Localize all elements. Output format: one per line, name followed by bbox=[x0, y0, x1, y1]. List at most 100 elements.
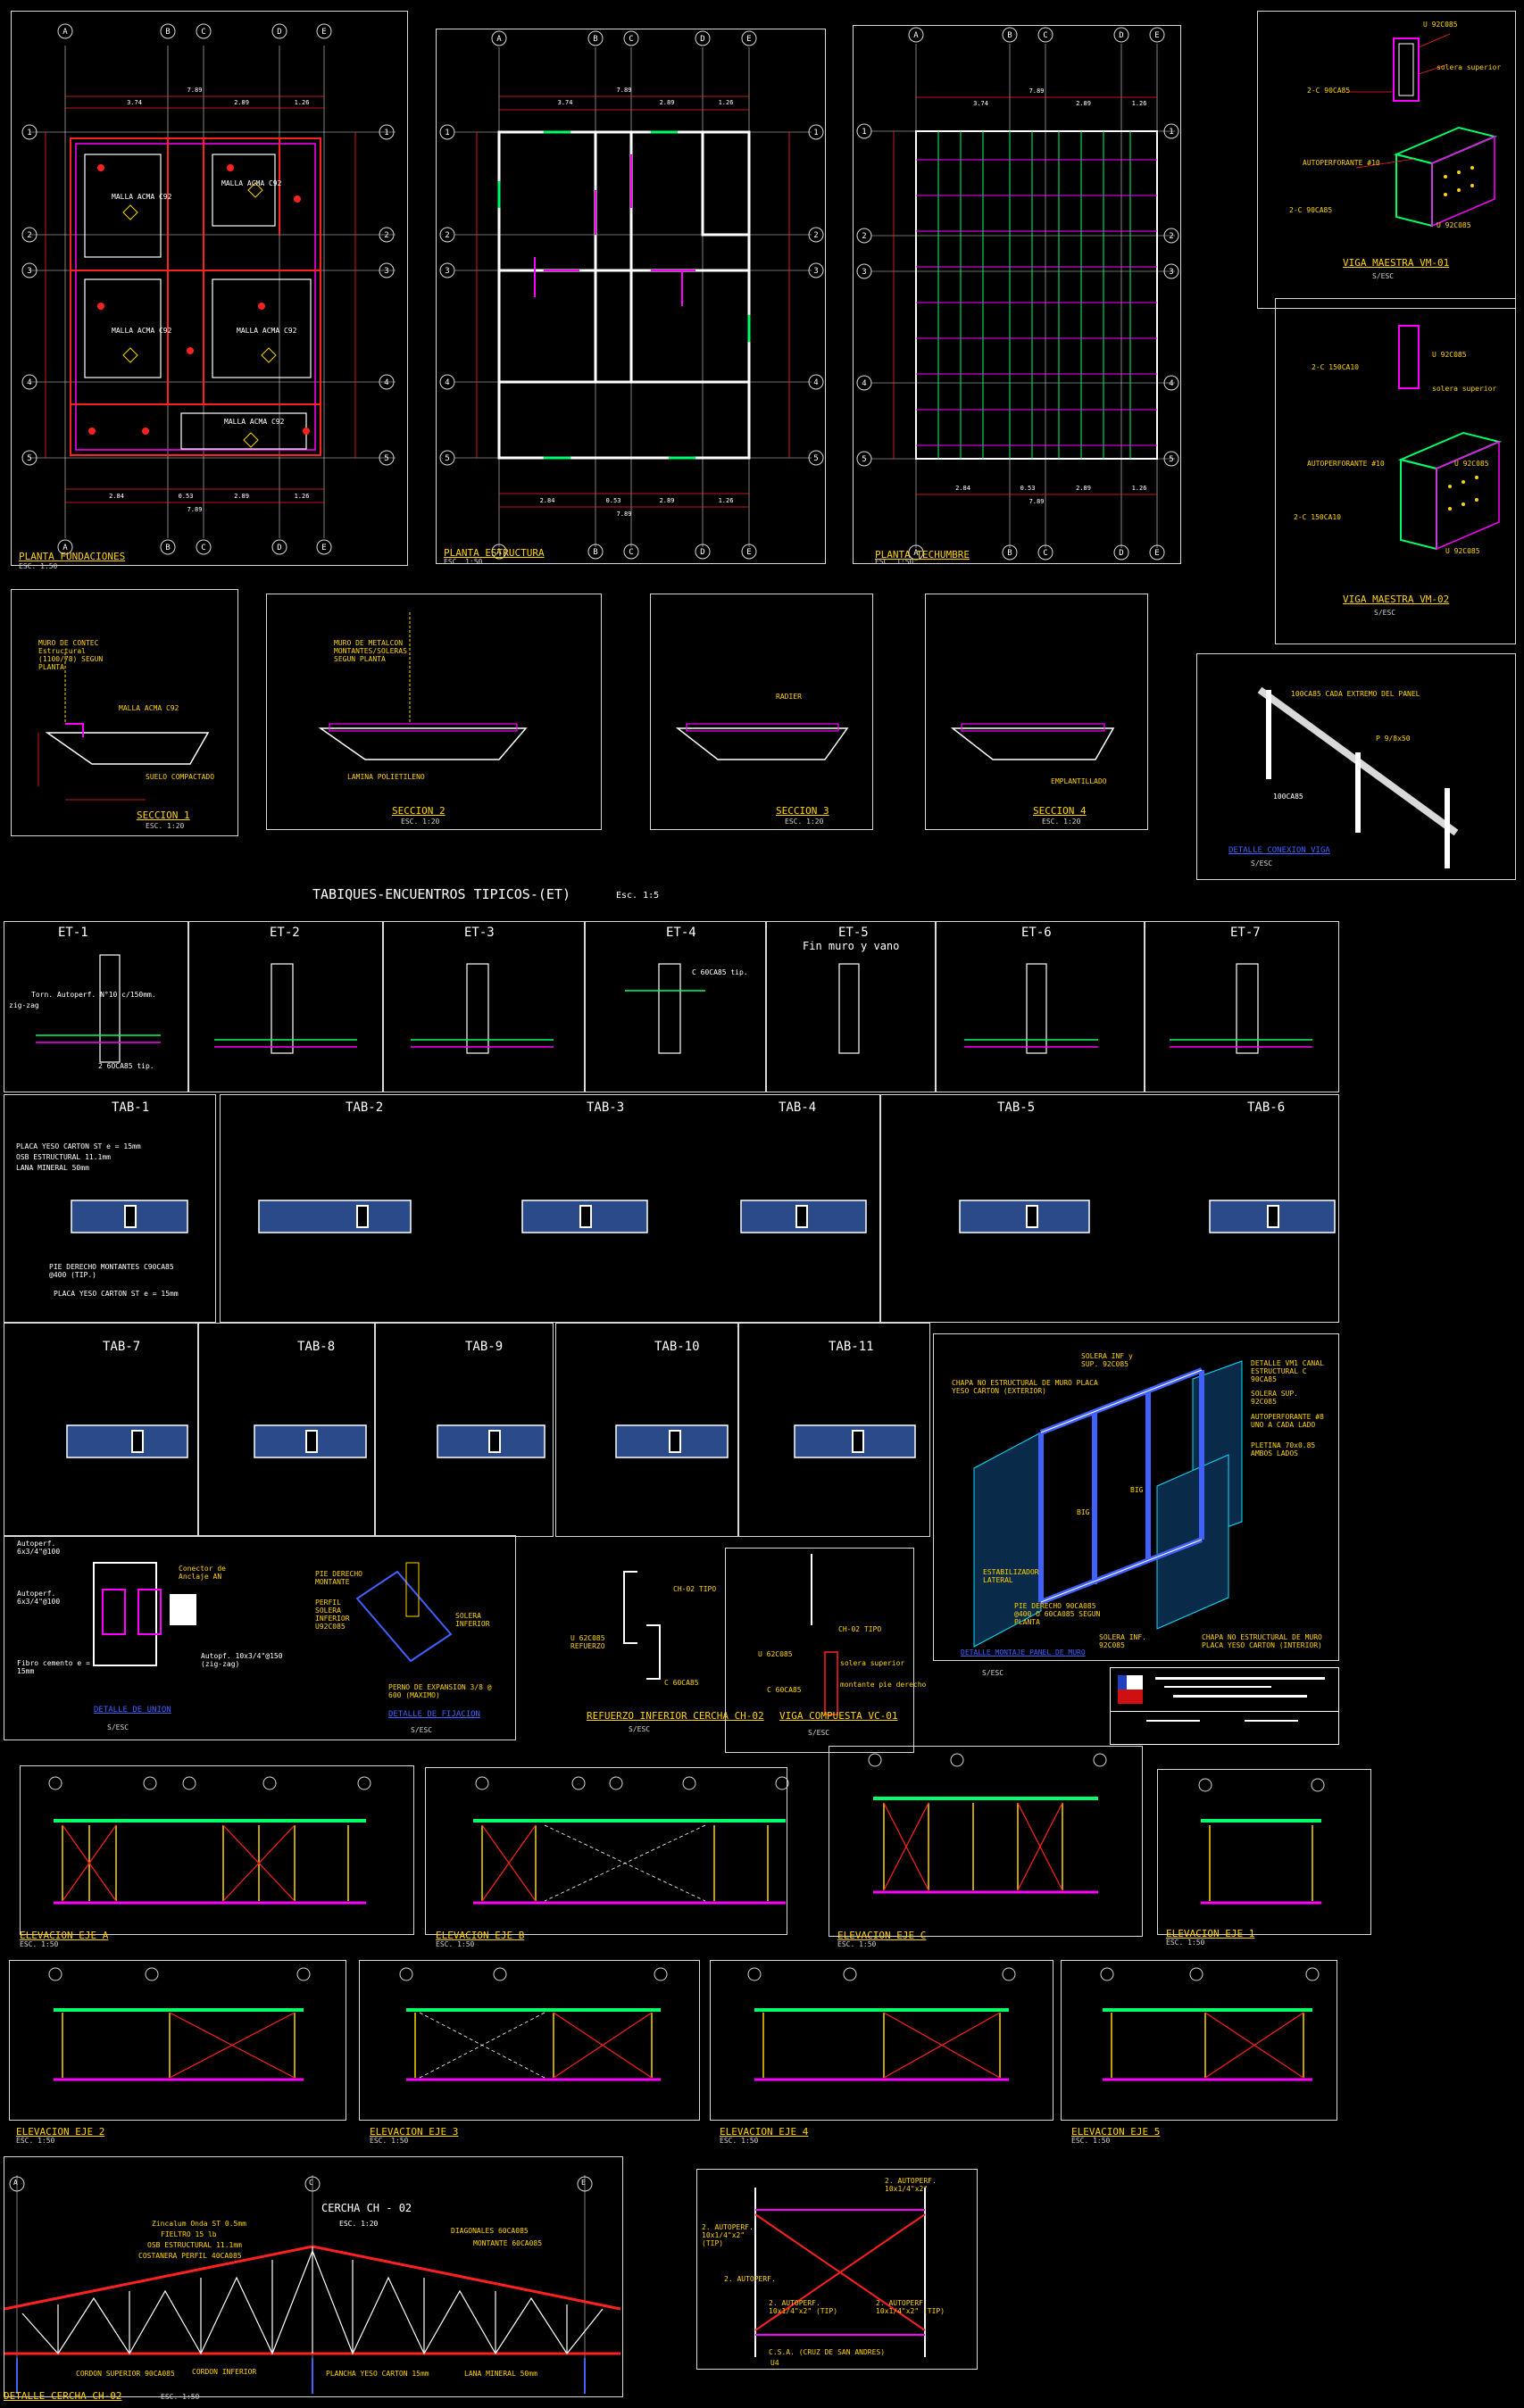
dim-top-1: 2.89 bbox=[660, 99, 675, 106]
vm01-label-0: U 92C085 bbox=[1423, 21, 1458, 29]
et-5-title: ET-5 bbox=[838, 926, 869, 940]
elevacion-eje-2-title: ELEVACION EJE 2 bbox=[16, 2126, 105, 2138]
svg-text:MALLA ACMA C92: MALLA ACMA C92 bbox=[112, 193, 172, 201]
dim-bottom-0: 2.84 bbox=[955, 485, 970, 492]
axis-label-D: D bbox=[700, 548, 704, 557]
axis-label-5: 5 bbox=[27, 454, 31, 463]
vc01-label-0: CH-02 TIPO bbox=[838, 1625, 882, 1633]
axis-label-2: 2 bbox=[1169, 232, 1173, 241]
et-4-panel: ET-4 bbox=[585, 921, 766, 1092]
seccion-4-scale: ESC. 1:20 bbox=[1042, 818, 1081, 826]
seccion-1-label-0: MALLA ACMA C92 bbox=[119, 704, 179, 712]
seccion-1-scale: ESC. 1:20 bbox=[146, 822, 185, 830]
seccion-2-title: SECCION 2 bbox=[392, 805, 446, 817]
cercha-l3: COSTANERA PERFIL 40CA085 bbox=[138, 2252, 242, 2260]
csa-label-1: 2. AUTOPERF. 10x1/4"x2" (TIP) bbox=[769, 2299, 838, 2315]
axis-label-5: 5 bbox=[445, 454, 449, 463]
axis-label-D: D bbox=[277, 544, 281, 552]
refuerzo-label-1: U 62C085 REFUERZO bbox=[570, 1634, 605, 1650]
elevacion-eje-c-panel bbox=[829, 1746, 1143, 1937]
seccion-4-panel: EMPLANTILLADO SECCION 4 ESC. 1:20 bbox=[925, 594, 1148, 830]
vc01-label-1: U 62C085 bbox=[758, 1650, 793, 1658]
axis-bubble-E bbox=[1149, 27, 1165, 43]
cercha-axis-e: E bbox=[581, 2179, 586, 2187]
cercha-l8: PLANCHA YESO CARTON 15mm bbox=[326, 2370, 429, 2378]
axis-bubble-2 bbox=[21, 227, 37, 243]
seccion-3-scale: ESC. 1:20 bbox=[785, 818, 824, 826]
et-7-panel: ET-7 bbox=[1145, 921, 1339, 1092]
muro-drawing bbox=[973, 1360, 1243, 1648]
axis-label-3: 3 bbox=[445, 267, 449, 276]
axis-label-4: 4 bbox=[384, 378, 388, 387]
axis-bubble-3 bbox=[1163, 263, 1179, 279]
tab-5-title: TAB-5 bbox=[997, 1100, 1036, 1115]
et-1-title: ET-1 bbox=[58, 926, 88, 940]
elevacion-eje-5-title: ELEVACION EJE 5 bbox=[1071, 2126, 1161, 2138]
et-4-title: ET-4 bbox=[666, 926, 696, 940]
title-block bbox=[1110, 1667, 1339, 1745]
muro-label-4: AUTOPERFORANTE #8 UNO A CADA LADO bbox=[1251, 1413, 1324, 1429]
fijacion-label-3: SOLERA INFERIOR bbox=[455, 1612, 490, 1628]
axis-bubble-D bbox=[695, 544, 711, 560]
axis-label-E: E bbox=[1154, 549, 1159, 558]
refuerzo-label-2: C 60CA85 bbox=[664, 1679, 699, 1687]
axis-bubble-2 bbox=[808, 227, 824, 243]
csa-label-0: 2. AUTOPERF. 10x1/4"x2" (TIP) bbox=[702, 2223, 754, 2247]
muro-panel: SOLERA INF y SUP. 92C085 CHAPA NO ESTRUC… bbox=[933, 1333, 1339, 1661]
cercha-axis-c: C bbox=[309, 2179, 313, 2187]
dim-bottom-1: 0.53 bbox=[179, 493, 194, 500]
elevacion-eje-c-scale: ESC. 1:50 bbox=[837, 1940, 877, 1948]
axis-label-5: 5 bbox=[862, 455, 866, 464]
tab-5-6-panel: TAB-5 TAB-6 bbox=[880, 1094, 1339, 1323]
viga-vm01-panel: U 92C085 2-C 90CA85 solera superior AUTO… bbox=[1257, 11, 1516, 309]
axis-bubble-C bbox=[1037, 544, 1053, 560]
csa-label-3: 2. AUTOPERF. 10x1/4"x2" bbox=[885, 2177, 937, 2193]
axis-label-2: 2 bbox=[384, 231, 388, 240]
axis-label-A: A bbox=[62, 544, 68, 552]
vc01-frame bbox=[725, 1548, 914, 1753]
dim-top-0: 3.74 bbox=[973, 100, 988, 107]
conexion-scale: S/ESC bbox=[1251, 859, 1273, 868]
dim-top-0: 3.74 bbox=[558, 99, 573, 106]
seccion-3-title: SECCION 3 bbox=[776, 805, 829, 817]
conexion-label-2: 100CA85 bbox=[1273, 793, 1303, 801]
vm02-label-2: solera superior bbox=[1432, 385, 1497, 393]
vc01-label-4: C 60CA85 bbox=[767, 1686, 802, 1694]
csa-drawing bbox=[754, 2188, 926, 2357]
elevacion-eje-3-title: ELEVACION EJE 3 bbox=[370, 2126, 459, 2138]
tab-2-4-panel: TAB-2 TAB-3 TAB-4 bbox=[220, 1094, 880, 1323]
axis-label-A: A bbox=[913, 31, 919, 40]
axis-bubble-D bbox=[271, 539, 287, 555]
axis-bubble-A bbox=[908, 27, 924, 43]
tab-10-title: TAB-10 bbox=[654, 1340, 700, 1354]
planta-techumbre-scale: ESC. 1:50 bbox=[875, 558, 914, 566]
dim-top-2: 1.26 bbox=[1132, 100, 1147, 107]
axis-label-2: 2 bbox=[27, 231, 31, 240]
et-5-panel: ET-5 Fin muro y vano bbox=[766, 921, 936, 1092]
axis-label-5: 5 bbox=[813, 454, 818, 463]
conexion-label-0: 100CA85 CADA EXTREMO DEL PANEL bbox=[1291, 690, 1420, 698]
elevacion-eje-3-scale: ESC. 1:50 bbox=[370, 2137, 409, 2145]
elevacion-eje-b-panel bbox=[425, 1767, 787, 1935]
dim-bottom-1: 0.53 bbox=[606, 497, 621, 504]
muro-label-1: CHAPA NO ESTRUCTURAL DE MURO PLACA YESO … bbox=[952, 1379, 1098, 1395]
vm02-scale: S/ESC bbox=[1374, 609, 1396, 617]
axis-label-4: 4 bbox=[813, 378, 818, 387]
axis-bubble-D bbox=[1113, 544, 1129, 560]
muro-label-0: SOLERA INF y SUP. 92C085 bbox=[1081, 1352, 1133, 1368]
elevacion-eje-a-panel bbox=[20, 1765, 414, 1935]
et-6-title: ET-6 bbox=[1021, 926, 1052, 940]
tab-9-panel: TAB-9 bbox=[375, 1323, 554, 1537]
muro-label-3: SOLERA SUP. 92C085 bbox=[1251, 1390, 1298, 1406]
et-label-c-60ca85: C 60CA85 tip. bbox=[692, 968, 748, 976]
seccion-2-drawing bbox=[318, 612, 528, 760]
axis-bubble-B bbox=[160, 539, 176, 555]
dim-bottom-2: 2.89 bbox=[660, 497, 675, 504]
planta-techumbre-title: PLANTA TECHUMBRE bbox=[875, 549, 970, 560]
tab-8-title: TAB-8 bbox=[297, 1340, 336, 1354]
axis-bubble-A bbox=[491, 30, 507, 46]
axis-label-3: 3 bbox=[862, 268, 866, 277]
conexion-viga-panel: 100CA85 CADA EXTREMO DEL PANEL P 9/8x50 … bbox=[1196, 653, 1516, 880]
vm02-label-6: U 92C085 bbox=[1445, 547, 1480, 555]
vm02-title: VIGA MAESTRA VM-02 bbox=[1343, 594, 1450, 605]
